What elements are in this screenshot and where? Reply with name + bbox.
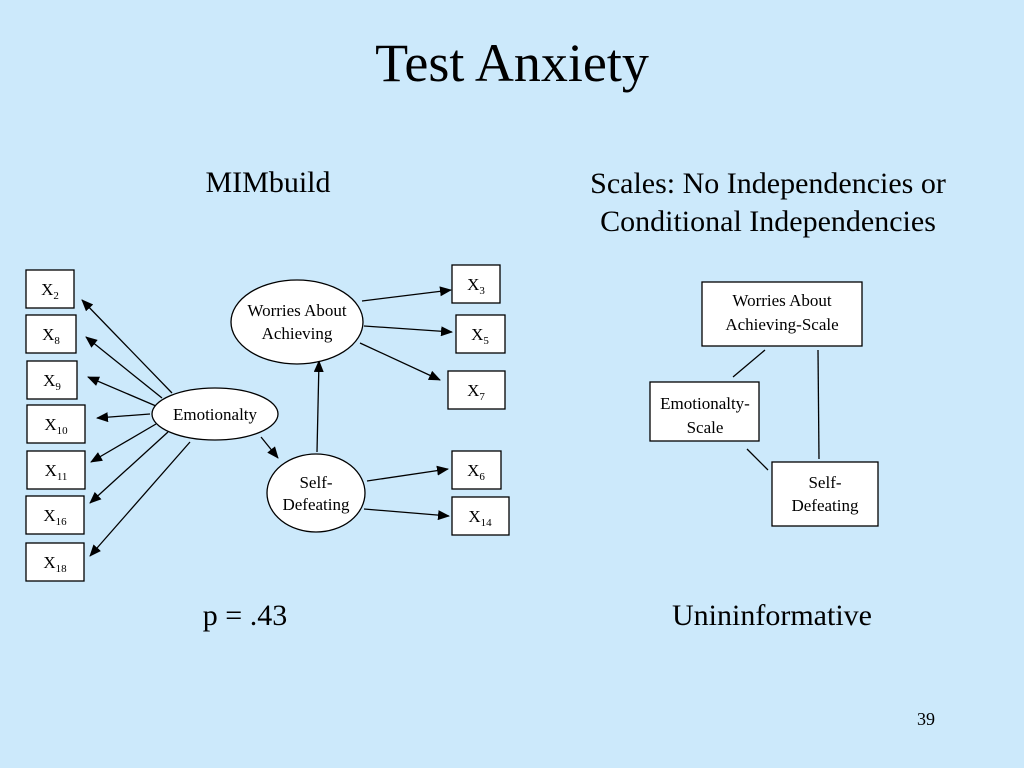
emotionality-edges (81, 299, 191, 557)
svg-text:X3: X3 (467, 275, 485, 297)
edge-worries-x3 (361, 286, 452, 302)
svg-text:X10: X10 (44, 415, 68, 437)
svg-text:X7: X7 (467, 381, 485, 403)
svg-text:X14: X14 (468, 507, 492, 529)
latent-worries: Worries About Achieving (230, 279, 364, 365)
edge-worries-x7 (359, 342, 441, 381)
svg-text:X9: X9 (43, 371, 61, 393)
indicator-x7-sub: 7 (479, 391, 485, 403)
edge-emotionality-x16 (89, 431, 169, 504)
svg-text:X6: X6 (467, 461, 485, 483)
indicator-x18-sub: 18 (56, 563, 68, 575)
indicator-x6-sub: 6 (479, 471, 485, 483)
worries-label-line2: Achieving (262, 324, 333, 343)
indicator-x14: X14 (451, 496, 510, 536)
scale-worries: Worries About Achieving-Scale (701, 281, 863, 347)
indicator-x5-sub: 5 (483, 335, 489, 347)
selfdefeating-label-line2: Defeating (282, 495, 350, 514)
svg-text:X5: X5 (471, 325, 489, 347)
edge-selfdefeating-worries (313, 360, 324, 453)
indicator-x10: X10 (26, 404, 86, 444)
scales-heading: Scales: No Independencies or Conditional… (540, 165, 996, 241)
indicator-x7: X7 (447, 370, 506, 410)
mimbuild-p-value: p = .43 (202, 599, 288, 632)
slide-number: 39 (917, 709, 935, 729)
emotionality-label: Emotionalty (173, 405, 258, 424)
selfdefeating-edges (363, 465, 450, 521)
indicator-x9: X9 (26, 360, 78, 400)
indicator-x11-sub: 11 (57, 471, 68, 483)
latent-self-defeating: Self- Defeating (266, 453, 366, 533)
indicator-x5-base: X (471, 325, 483, 344)
edge-scale-emotionality-selfdefeating (746, 448, 769, 471)
edge-emotionality-x2 (81, 299, 173, 394)
indicator-x10-sub: 10 (57, 425, 69, 437)
indicator-x10-base: X (44, 415, 56, 434)
indicator-x3-sub: 3 (479, 285, 485, 297)
scale-self-defeating: Self- Defeating (771, 461, 879, 527)
svg-text:X2: X2 (41, 280, 59, 302)
indicator-x3-base: X (467, 275, 479, 294)
slide-title: Test Anxiety (375, 33, 649, 93)
edge-selfdefeating-x6 (366, 465, 449, 482)
indicator-x11: X11 (26, 450, 86, 490)
svg-text:X11: X11 (45, 461, 68, 483)
scale-emotionality-line2: Scale (687, 418, 724, 437)
scales-heading-line1: Scales: No Independencies or (590, 167, 946, 200)
scale-selfdefeating-line1: Self- (808, 473, 841, 492)
indicator-x18-base: X (43, 553, 55, 572)
indicator-x8: X8 (25, 314, 77, 354)
edge-emotionality-selfdefeating (260, 436, 279, 459)
indicator-x8-sub: 8 (54, 335, 60, 347)
indicator-x9-sub: 9 (55, 381, 61, 393)
indicator-x16: X16 (25, 495, 85, 535)
indicator-x18: X18 (25, 542, 85, 582)
scale-worries-line1: Worries About (732, 291, 831, 310)
svg-text:X8: X8 (42, 325, 60, 347)
indicator-x11-base: X (45, 461, 57, 480)
indicator-x7-base: X (467, 381, 479, 400)
edge-worries-x5 (363, 325, 453, 337)
worries-edges (359, 286, 453, 381)
indicator-x2-sub: 2 (53, 290, 59, 302)
scale-emotionality: Emotionalty- Scale (649, 381, 760, 442)
selfdefeating-label-line1: Self- (299, 473, 332, 492)
edge-emotionality-x9 (87, 376, 157, 407)
edge-emotionality-x18 (89, 441, 191, 557)
mimbuild-heading: MIMbuild (205, 166, 331, 199)
edge-emotionality-x10 (96, 412, 151, 423)
edge-selfdefeating-x14 (363, 508, 450, 521)
indicator-x6: X6 (451, 450, 502, 490)
indicator-x5: X5 (455, 314, 506, 354)
latent-emotionality: Emotionalty (151, 387, 279, 441)
scales-edges (732, 349, 820, 471)
indicator-x14-sub: 14 (481, 517, 493, 529)
edge-scale-worries-emotionality (732, 349, 766, 378)
svg-text:X16: X16 (43, 506, 67, 528)
indicator-x3: X3 (451, 264, 501, 304)
scale-worries-line2: Achieving-Scale (725, 315, 838, 334)
worries-ellipse (230, 279, 364, 365)
selfdefeating-ellipse (266, 453, 366, 533)
scales-verdict: Unininformative (672, 599, 872, 632)
scales-heading-line2: Conditional Independencies (600, 205, 936, 238)
indicator-x14-base: X (468, 507, 480, 526)
svg-text:X18: X18 (43, 553, 67, 575)
edge-scale-worries-selfdefeating (817, 349, 820, 460)
worries-label-line1: Worries About (247, 301, 346, 320)
scale-selfdefeating-line2: Defeating (791, 496, 859, 515)
indicator-x2-base: X (41, 280, 53, 299)
edge-emotionality-x11 (90, 423, 157, 463)
indicator-x16-sub: 16 (56, 516, 68, 528)
indicator-x2: X2 (25, 269, 75, 309)
indicator-x9-base: X (43, 371, 55, 390)
edge-emotionality-x8 (85, 336, 163, 399)
emotionality-ellipse (151, 387, 279, 441)
indicator-x16-base: X (43, 506, 55, 525)
scale-emotionality-line1: Emotionalty- (660, 394, 750, 413)
indicator-x8-base: X (42, 325, 54, 344)
indicator-x6-base: X (467, 461, 479, 480)
